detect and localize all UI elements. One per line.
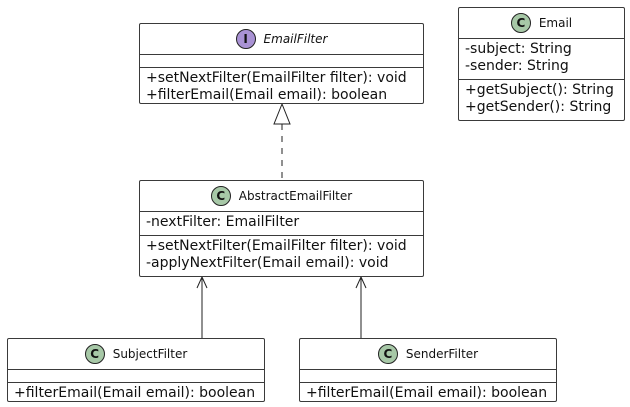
attributes-compartment: -nextFilter: EmailFilter bbox=[140, 211, 423, 235]
class-box-abstractemailfilter[interactable]: C AbstractEmailFilter -nextFilter: Email… bbox=[139, 180, 424, 277]
class-name: SubjectFilter bbox=[112, 347, 188, 361]
method-line: +filterEmail(Email email): boolean bbox=[306, 385, 548, 401]
methods-compartment: +getSubject(): String +getSender(): Stri… bbox=[459, 79, 624, 120]
attribute-line: -sender: String bbox=[465, 58, 569, 74]
class-box-senderfilter[interactable]: C SenderFilter +filterEmail(Email email)… bbox=[299, 338, 557, 402]
class-icon: C bbox=[210, 186, 231, 206]
interface-icon: I bbox=[235, 29, 256, 49]
method-line: +getSender(): String bbox=[465, 99, 612, 115]
method-line: +filterEmail(Email email): boolean bbox=[14, 385, 256, 401]
class-header: C SubjectFilter bbox=[8, 339, 264, 369]
realization-arrowhead bbox=[273, 102, 291, 125]
class-icon: C bbox=[84, 344, 105, 364]
method-line: +setNextFilter(EmailFilter filter): void bbox=[146, 238, 407, 254]
association-arrowhead-subject bbox=[196, 275, 208, 289]
attributes-compartment bbox=[300, 369, 556, 382]
attributes-compartment: -subject: String -sender: String bbox=[459, 38, 624, 79]
method-line: +getSubject(): String bbox=[465, 82, 614, 98]
attribute-line: -subject: String bbox=[465, 41, 572, 57]
class-name: Email bbox=[538, 16, 573, 30]
method-line: -applyNextFilter(Email email): void bbox=[146, 255, 389, 271]
attributes-compartment bbox=[8, 369, 264, 382]
class-box-subjectfilter[interactable]: C SubjectFilter +filterEmail(Email email… bbox=[7, 338, 265, 402]
class-name: SenderFilter bbox=[405, 347, 479, 361]
class-name: EmailFilter bbox=[263, 32, 328, 46]
association-arrowhead-sender bbox=[355, 275, 367, 289]
class-header: C SenderFilter bbox=[300, 339, 556, 369]
class-header: C AbstractEmailFilter bbox=[140, 181, 423, 211]
class-icon: C bbox=[510, 13, 531, 33]
class-box-email[interactable]: C Email -subject: String -sender: String… bbox=[458, 7, 625, 121]
method-line: +setNextFilter(EmailFilter filter): void bbox=[146, 70, 407, 86]
methods-compartment: +filterEmail(Email email): boolean bbox=[8, 382, 264, 406]
methods-compartment: +filterEmail(Email email): boolean bbox=[300, 382, 556, 406]
method-line: +filterEmail(Email email): boolean bbox=[146, 87, 388, 103]
class-header: I EmailFilter bbox=[140, 24, 423, 54]
attribute-line: -nextFilter: EmailFilter bbox=[146, 214, 300, 230]
class-name: AbstractEmailFilter bbox=[238, 189, 353, 203]
methods-compartment: +setNextFilter(EmailFilter filter): void… bbox=[140, 235, 423, 276]
attributes-compartment bbox=[140, 54, 423, 67]
class-icon: C bbox=[377, 344, 398, 364]
class-box-emailfilter[interactable]: I EmailFilter +setNextFilter(EmailFilter… bbox=[139, 23, 424, 104]
class-header: C Email bbox=[459, 8, 624, 38]
methods-compartment: +setNextFilter(EmailFilter filter): void… bbox=[140, 67, 423, 108]
